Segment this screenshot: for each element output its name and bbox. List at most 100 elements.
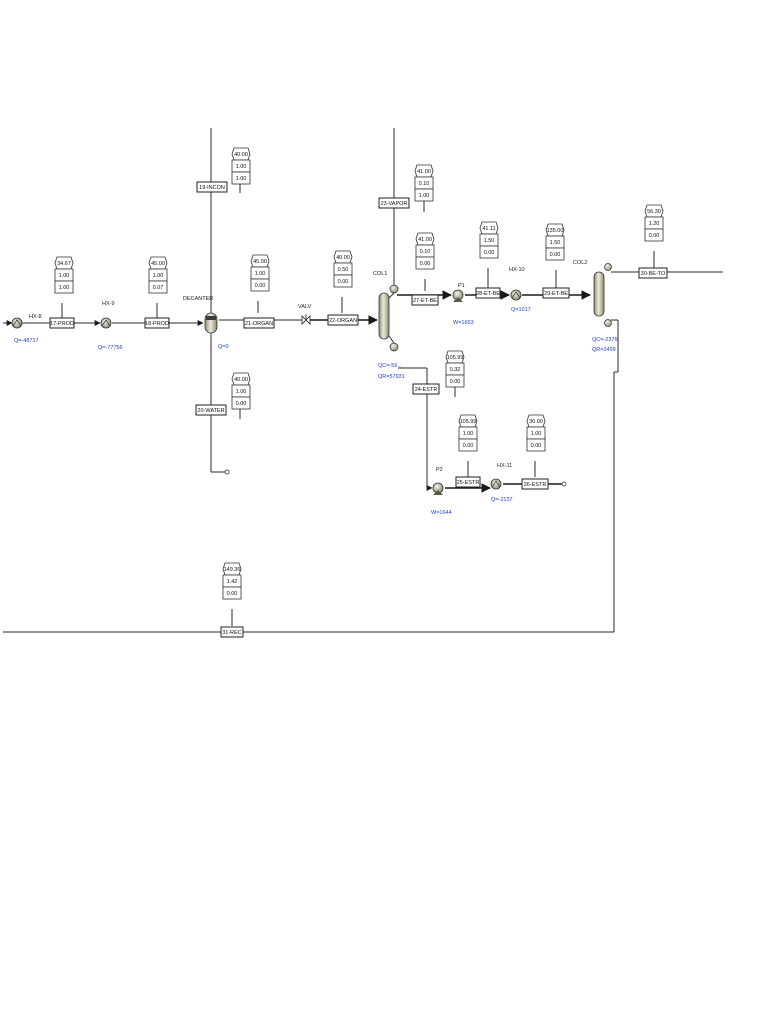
value-cell	[526, 438, 546, 452]
col2-duty-qr: QR=2499	[592, 347, 616, 353]
stream-value: 0.00	[227, 591, 238, 597]
stream-tag-box[interactable]	[327, 314, 359, 326]
value-cell	[414, 188, 434, 202]
valv-label: VALV	[298, 304, 312, 310]
stream-tag-box[interactable]	[220, 626, 244, 638]
hx9-duty: Q=-77756	[98, 345, 123, 351]
stream-value: 1.50	[550, 240, 561, 246]
stream-tag-label: 30-BE-TO	[641, 271, 666, 277]
stream-tag-box[interactable]	[195, 404, 227, 416]
stream-value: 1.00	[236, 176, 247, 182]
stream-tag-label: 20-WATER	[197, 408, 224, 414]
stream-tag-box[interactable]	[521, 478, 549, 490]
stream-tag-box[interactable]	[412, 383, 440, 395]
value-cell	[545, 247, 565, 261]
stream-value: 1.00	[531, 431, 542, 437]
stream-tag-label: 29-ET-BE	[544, 291, 568, 297]
heat-exchanger-hx9[interactable]: HX-9 Q=-77756	[98, 301, 123, 351]
value-cell	[148, 280, 168, 294]
stream-tag-box[interactable]	[475, 287, 501, 299]
stream-tag-label: 28-ET-BE	[476, 291, 500, 297]
hx8-label: HX-8	[29, 314, 42, 320]
p2-duty: W=1644	[431, 510, 452, 516]
stream-tag-box[interactable]	[144, 317, 170, 329]
stream-value: 40.00	[234, 377, 248, 383]
heat-exchanger-hx8[interactable]: HX-8 Q=-48717	[11, 314, 42, 344]
stream-tag-label: 23-VAPOR	[381, 201, 408, 207]
stream-value: 1.20	[649, 221, 660, 227]
stream-tag-box[interactable]	[243, 317, 275, 329]
heat-exchanger-hx10[interactable]: HX-10 Q=1017	[509, 267, 531, 313]
stream-value: 1.42	[227, 579, 238, 585]
stream-tag-box[interactable]	[542, 287, 570, 299]
stream-value: 0.00	[531, 443, 542, 449]
distillation-column-col2[interactable]: COL2 QC=-2376 QR=2499	[573, 260, 618, 353]
stream-tag-label: 19-INCON	[199, 185, 225, 191]
stream-value: 0.07	[153, 285, 164, 291]
value-cell	[415, 256, 435, 270]
stream-value: 45.00	[253, 259, 267, 265]
stream-tag-box[interactable]	[49, 317, 75, 329]
stream-tag-label: 31-REC	[222, 630, 242, 636]
decanter-label: DECANTER	[183, 296, 213, 302]
p2-label: P2	[436, 467, 443, 473]
stream-value: 40.00	[234, 152, 248, 158]
pump-p2[interactable]: P2 W=1644	[431, 467, 452, 516]
stream-tag-box[interactable]	[378, 197, 410, 209]
value-cell	[458, 438, 478, 452]
hx11-duty: Q=-2137	[491, 497, 513, 503]
stream-value: 0.10	[420, 249, 431, 255]
stream-value: 1.00	[153, 273, 164, 279]
stream-tag-label: 21-ORGAN	[245, 321, 273, 327]
stream-value: 1.00	[419, 193, 430, 199]
pump-p1[interactable]: P1 W=1653	[452, 283, 474, 326]
value-cell	[479, 245, 499, 259]
stream-tag-box[interactable]	[455, 476, 481, 488]
decanter-vessel[interactable]: DECANTER Q=0	[183, 296, 229, 350]
stream-tag-box[interactable]	[411, 294, 439, 306]
stream-value: 56.30	[647, 209, 661, 215]
value-cell	[644, 228, 664, 242]
stream-tag-box[interactable]	[196, 181, 228, 193]
stream-tag-box[interactable]	[638, 267, 668, 279]
stream-value: 0.00	[420, 261, 431, 267]
stream-value: 1.00	[255, 271, 266, 277]
col1-label: COL1	[373, 271, 387, 277]
stream-value: 1.00	[59, 273, 70, 279]
stream-value: 0.32	[450, 367, 461, 373]
valve-valv[interactable]: VALV	[298, 304, 312, 325]
stream-value: 0.00	[450, 379, 461, 385]
distillation-column-col1[interactable]: COL1 QC=-56... QR=57931	[373, 271, 405, 380]
stream-value: 41.00	[417, 169, 431, 175]
hx10-label: HX-10	[509, 267, 525, 273]
heat-exchanger-hx11[interactable]: HX-11 Q=-2137	[490, 463, 513, 503]
stream-tag-label: 24-ESTR	[415, 387, 438, 393]
stream-value: 41.00	[418, 237, 432, 243]
stream-tag-label: 18-PROD	[145, 321, 169, 327]
col1-duty-qr: QR=57931	[378, 374, 405, 380]
value-cell	[231, 171, 251, 185]
stream-lines	[3, 128, 723, 633]
p1-duty: W=1653	[453, 320, 474, 326]
stream-value: 135.00	[547, 228, 564, 234]
value-cell	[54, 280, 74, 294]
col2-label: COL2	[573, 260, 587, 266]
value-cell	[250, 278, 270, 292]
